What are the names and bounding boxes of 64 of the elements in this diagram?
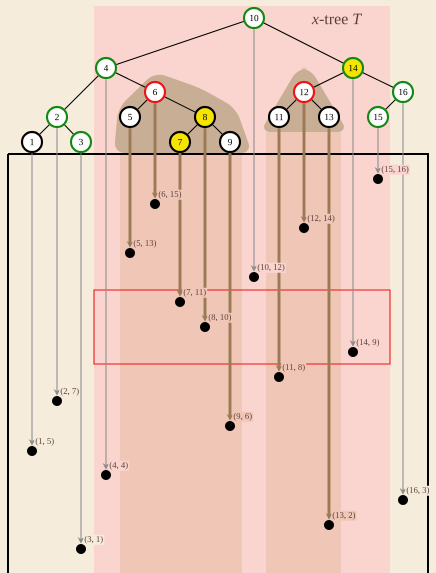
point-label: (9, 6) (232, 412, 254, 422)
tree-edge (39, 124, 50, 135)
point-dot (299, 223, 309, 233)
tree-node: 12 (292, 80, 316, 104)
point-dot (150, 199, 160, 209)
point-label: (2, 7) (59, 386, 80, 397)
tree-node: 10 (242, 6, 266, 30)
tree-node: 4 (94, 56, 118, 80)
tree-edge (362, 72, 394, 88)
title: x-tree T (312, 14, 362, 24)
point-dot (76, 544, 86, 554)
tree-edge (314, 72, 344, 88)
point-dot (373, 174, 383, 184)
tree-node: 6 (144, 80, 166, 104)
point-dot (52, 396, 62, 406)
point-label: (11, 8) (281, 362, 306, 373)
point-dot (200, 322, 210, 332)
tree-node: 3 (70, 130, 92, 154)
tree-edge (64, 124, 74, 134)
point-label: (15, 16) (380, 164, 410, 175)
point-dot (249, 272, 259, 282)
tree-node: 11 (268, 106, 290, 128)
tree-edge (137, 99, 148, 110)
tree-node: 14 (342, 56, 364, 80)
tree-edge (187, 124, 198, 135)
point-dot (225, 421, 235, 431)
point-dot (175, 297, 185, 307)
point-dot (101, 470, 111, 480)
tree-edge (116, 21, 244, 65)
tree-node: 13 (318, 106, 340, 128)
tree-edge (116, 72, 146, 88)
point-dot (398, 495, 408, 505)
point-label: (7, 11) (182, 288, 208, 298)
point-dot (125, 248, 135, 258)
tree-node: 7 (168, 130, 192, 154)
tree-edge (311, 99, 322, 110)
tree-edge (64, 75, 99, 110)
tree-node: 8 (194, 106, 216, 128)
point-dot (348, 347, 358, 357)
tree-node: 15 (366, 106, 390, 128)
point-label: (16, 3) (405, 486, 430, 496)
tree-node: 1 (20, 130, 44, 154)
tree-edge (264, 22, 344, 64)
point-label: (5, 13) (132, 238, 158, 249)
point-label: (14, 9) (355, 338, 380, 348)
point-dot (27, 446, 37, 456)
point-label: (10, 12) (256, 262, 286, 273)
tree-node: 9 (218, 130, 242, 154)
point-label: (8, 10) (207, 312, 232, 323)
point-dot (274, 372, 284, 382)
tree-node: 2 (46, 106, 68, 128)
point-dot (324, 520, 334, 530)
tree-node: 16 (392, 80, 414, 104)
tree-edge (286, 99, 297, 110)
tree-edge (164, 96, 196, 113)
point-label: (1, 5) (34, 436, 56, 447)
tree-edge (385, 99, 396, 110)
point-label: (3, 1) (83, 534, 104, 545)
point-label: (13, 2) (331, 510, 356, 521)
point-label: (12, 14) (306, 214, 336, 224)
point-label: (6, 15) (157, 190, 182, 200)
tree-edge (212, 124, 223, 135)
tree-node: 5 (118, 106, 142, 128)
point-label: (4, 4) (108, 460, 130, 471)
